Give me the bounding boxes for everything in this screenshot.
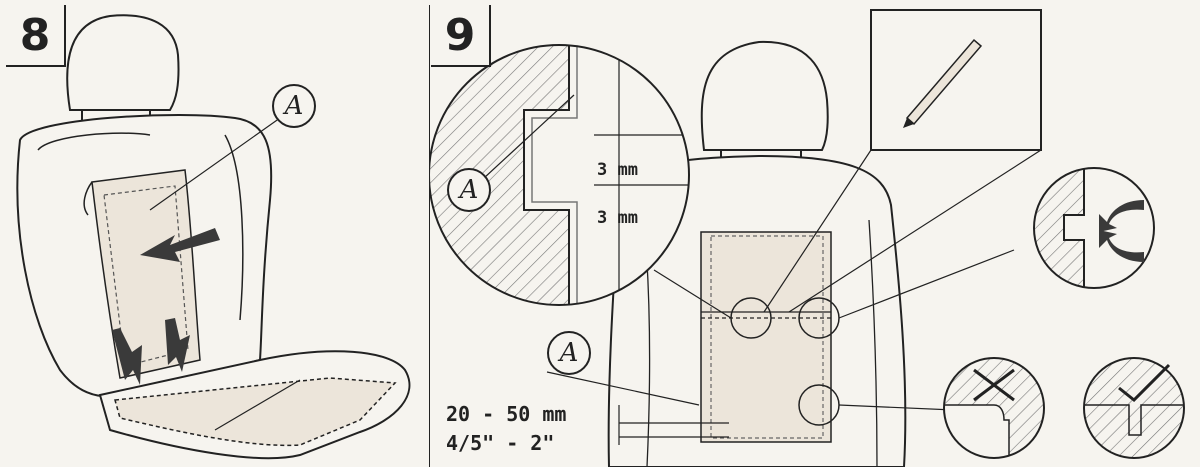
step-9-panel: 9 A A 3 mm 3 mm 20 - 50 mm 4/5" - 2" (429, 0, 1200, 467)
seat-pad-cushion (114, 377, 397, 447)
arrow-press-bottom (1099, 230, 1144, 262)
callout-a: A (547, 331, 591, 375)
callout-a: A (272, 84, 316, 128)
cross-icon (973, 368, 1015, 402)
callout-a: A (447, 168, 491, 212)
arrow-left (140, 228, 220, 262)
arrow-down-left (112, 328, 142, 385)
seam-fold-detail (1034, 168, 1154, 288)
step-number: 8 (6, 5, 66, 67)
correct-install-detail (1084, 358, 1184, 458)
check-icon (1118, 363, 1171, 403)
step-number: 9 (431, 5, 491, 67)
arrow-down-right (165, 318, 190, 372)
seat-pad-install-illustration (16, 14, 411, 460)
gap-bottom-label: 3 mm (597, 208, 638, 228)
distance-metric-label: 20 - 50 mm (446, 402, 567, 426)
gap-top-label: 3 mm (597, 160, 638, 180)
pencil-inset (870, 9, 1042, 151)
seat-pad (700, 231, 832, 443)
seat-pad-position-illustration (429, 5, 1185, 467)
arrow-press-top (1099, 200, 1144, 232)
headrest (66, 14, 180, 111)
pencil-icon (905, 38, 983, 126)
step-8-panel: 8 A (0, 0, 425, 467)
distance-imperial-label: 4/5" - 2" (446, 431, 555, 455)
headrest (700, 40, 829, 151)
